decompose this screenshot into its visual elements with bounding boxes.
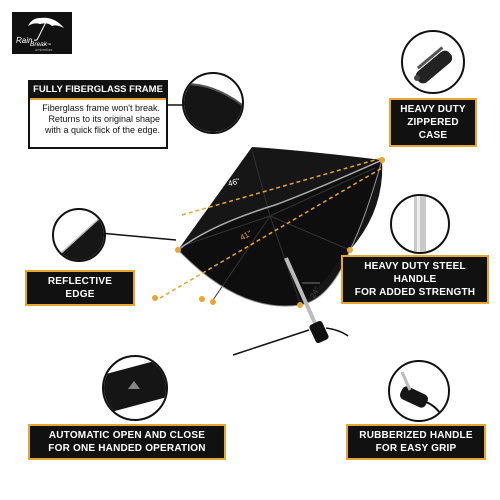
- fiberglass-frame-description: Fiberglass frame won't break. Returns to…: [42, 103, 160, 135]
- reflective-edge-image: [52, 208, 106, 262]
- umbrella-case-icon: [414, 46, 453, 84]
- steel-handle-label: HEAVY DUTY STEEL HANDLE FOR ADDED STRENG…: [341, 255, 489, 304]
- brand-tagline: umbrellas: [35, 47, 53, 52]
- fiberglass-frame-callout: FULLY FIBERGLASS FRAME Fiberglass frame …: [28, 80, 168, 149]
- rubber-grip-icon: [399, 371, 443, 417]
- zippered-case-label: HEAVY DUTY ZIPPERED CASE: [389, 98, 477, 147]
- rubberized-handle-image: [388, 360, 450, 422]
- rubberized-handle-label: RUBBERIZED HANDLE FOR EASY GRIP: [346, 424, 486, 460]
- zippered-case-image: [401, 30, 465, 94]
- auto-open-button-image: [102, 355, 168, 421]
- reflective-edge-label: REFLECTIVE EDGE: [25, 270, 135, 306]
- auto-open-label: AUTOMATIC OPEN AND CLOSE FOR ONE HANDED …: [28, 424, 226, 460]
- steel-handle-image: [390, 194, 450, 254]
- push-button-icon: [104, 360, 166, 412]
- brand-name-rain: Rain: [16, 36, 33, 45]
- brand-name-break: Break™: [30, 41, 51, 48]
- steel-shaft-icon: [414, 196, 426, 252]
- frame-detail-image: [182, 72, 244, 134]
- reflective-strip-icon: [54, 214, 104, 260]
- umbrella-logo-icon: [28, 17, 64, 41]
- brand-logo: Rain Break™ umbrellas: [12, 12, 72, 54]
- fiberglass-frame-title: FULLY FIBERGLASS FRAME: [30, 82, 166, 100]
